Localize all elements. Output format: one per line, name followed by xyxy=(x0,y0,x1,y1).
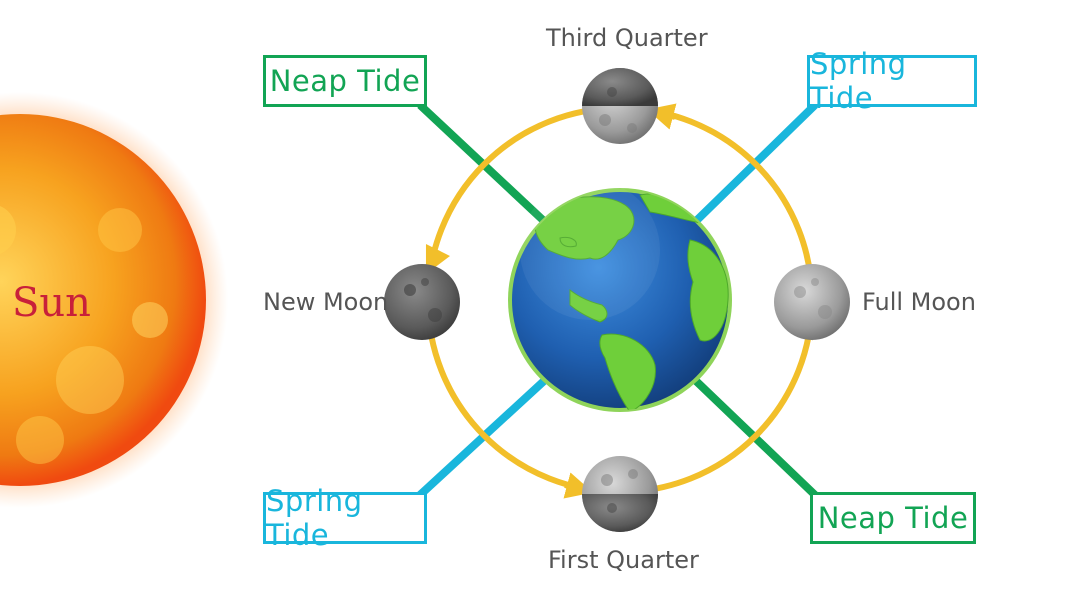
spring-tide-box-bottom: Spring Tide xyxy=(263,484,427,552)
moon-full xyxy=(774,264,850,340)
moon-first-quarter xyxy=(582,456,658,532)
neap-tide-label-bottom: Neap Tide xyxy=(817,501,969,535)
moon-third-quarter xyxy=(582,68,658,144)
neap-tide-label-top: Neap Tide xyxy=(269,64,421,98)
orbit-arrow-bottom xyxy=(563,472,594,499)
neap-tide-box-top: Neap Tide xyxy=(263,55,427,107)
orbit-arrow-top xyxy=(646,103,677,130)
earth xyxy=(508,180,732,412)
spring-tide-box-top: Spring Tide xyxy=(807,47,977,115)
new-moon-label: New Moon xyxy=(263,288,389,316)
sun xyxy=(0,92,228,508)
full-moon-label: Full Moon xyxy=(862,288,976,316)
neap-tide-box-bottom: Neap Tide xyxy=(810,492,976,544)
orbit-arrow-left xyxy=(425,243,451,275)
moon-new xyxy=(384,264,460,340)
spring-tide-label-bottom: Spring Tide xyxy=(266,484,363,552)
spring-tide-label-top: Spring Tide xyxy=(810,47,907,115)
first-quarter-label: First Quarter xyxy=(548,546,699,574)
third-quarter-label: Third Quarter xyxy=(546,24,708,52)
sun-label: Sun xyxy=(12,280,91,326)
